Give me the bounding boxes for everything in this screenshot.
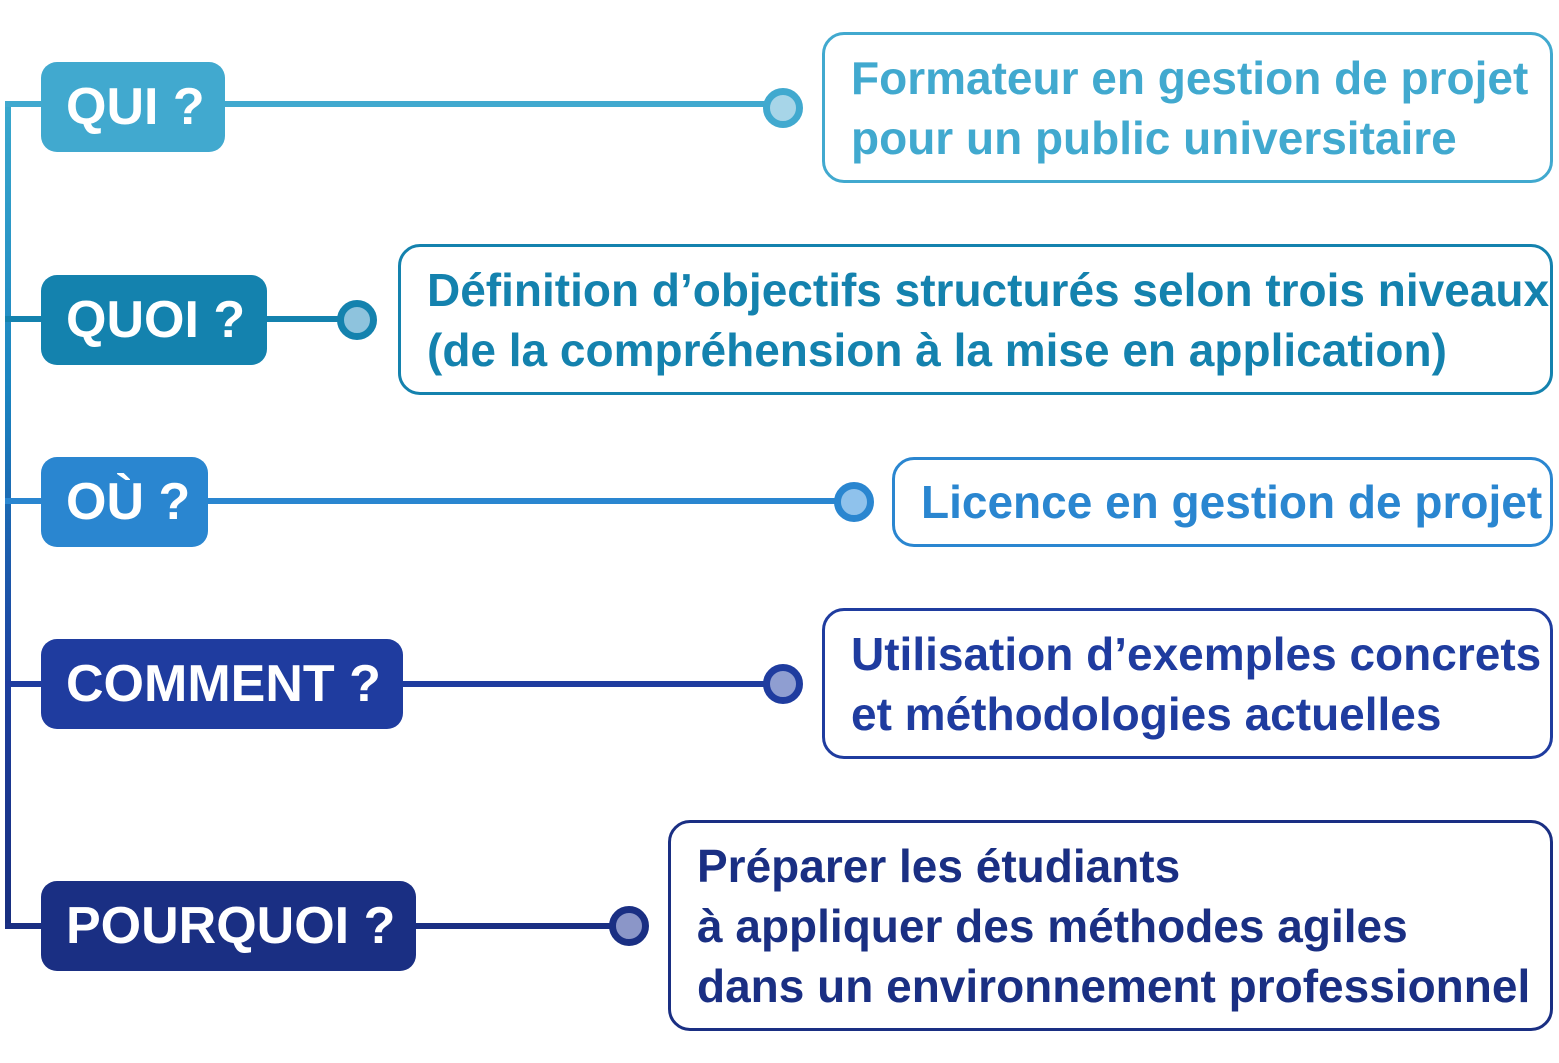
- question-label-qui: QUI ?: [41, 62, 225, 152]
- question-text: QUOI ?: [66, 291, 246, 349]
- connector-node: [763, 664, 803, 704]
- question-label-pourquoi: POURQUOI ?: [41, 881, 416, 971]
- answer-line: dans un environnement professionnel: [697, 959, 1531, 1012]
- question-text: QUI ?: [66, 78, 205, 136]
- answer-line: à appliquer des méthodes agiles: [697, 899, 1408, 952]
- answer-line: Définition d’objectifs structurés selon …: [427, 263, 1550, 316]
- answer-box-ou: Licence en gestion de projet: [892, 457, 1553, 547]
- connector-node: [763, 88, 803, 128]
- answer-line: Préparer les étudiants: [697, 839, 1181, 892]
- answer-box-qui: Formateur en gestion de projet pour un p…: [822, 32, 1553, 183]
- connector-line: [200, 498, 837, 504]
- answer-box-comment: Utilisation d’exemples concrets et métho…: [822, 608, 1553, 759]
- answer-line: Formateur en gestion de projet: [851, 51, 1529, 104]
- answer-box-pourquoi: Préparer les étudiants à appliquer des m…: [668, 820, 1553, 1031]
- question-label-ou: OÙ ?: [41, 457, 208, 547]
- connector-node: [834, 482, 874, 522]
- connector-line: [262, 316, 338, 322]
- question-text: OÙ ?: [66, 473, 191, 531]
- answer-line: et méthodologies actuelles: [851, 687, 1442, 740]
- timeline-spine: [5, 101, 11, 929]
- answer-line: (de la compréhension à la mise en applic…: [427, 323, 1447, 376]
- answer-line: Licence en gestion de projet: [921, 476, 1543, 528]
- question-label-quoi: QUOI ?: [41, 275, 267, 365]
- spine-branch: [5, 923, 50, 929]
- spine-branch: [5, 101, 50, 107]
- question-text: POURQUOI ?: [66, 897, 396, 955]
- question-label-comment: COMMENT ?: [41, 639, 403, 729]
- question-text: COMMENT ?: [66, 655, 381, 713]
- answer-line: Utilisation d’exemples concrets: [851, 627, 1542, 680]
- answer-box-quoi: Définition d’objectifs structurés selon …: [398, 244, 1553, 395]
- connector-node: [337, 300, 377, 340]
- spine-branch: [5, 316, 50, 322]
- answer-line: pour un public universitaire: [851, 111, 1457, 164]
- connector-line: [398, 681, 766, 687]
- spine-branch: [5, 498, 50, 504]
- connector-line: [220, 101, 765, 107]
- connector-node: [609, 906, 649, 946]
- spine-branch: [5, 681, 50, 687]
- connector-line: [410, 923, 613, 929]
